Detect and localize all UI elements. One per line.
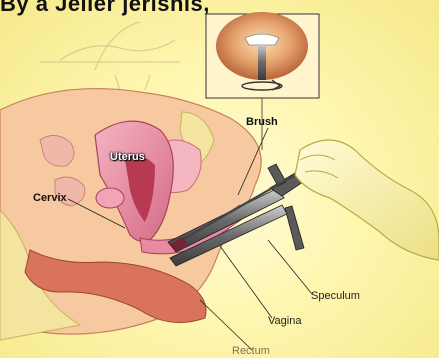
background-sketch <box>40 22 180 90</box>
label-brush: Brush <box>246 116 278 128</box>
label-uterus: Uterus <box>110 151 145 163</box>
label-cervix: Cervix <box>33 192 67 204</box>
label-speculum: Speculum <box>311 290 360 302</box>
label-rectum: Rectum <box>232 345 270 357</box>
gloved-hand <box>295 140 439 260</box>
pelvic-cross-section <box>0 89 261 340</box>
label-vagina: Vagina <box>268 315 301 327</box>
